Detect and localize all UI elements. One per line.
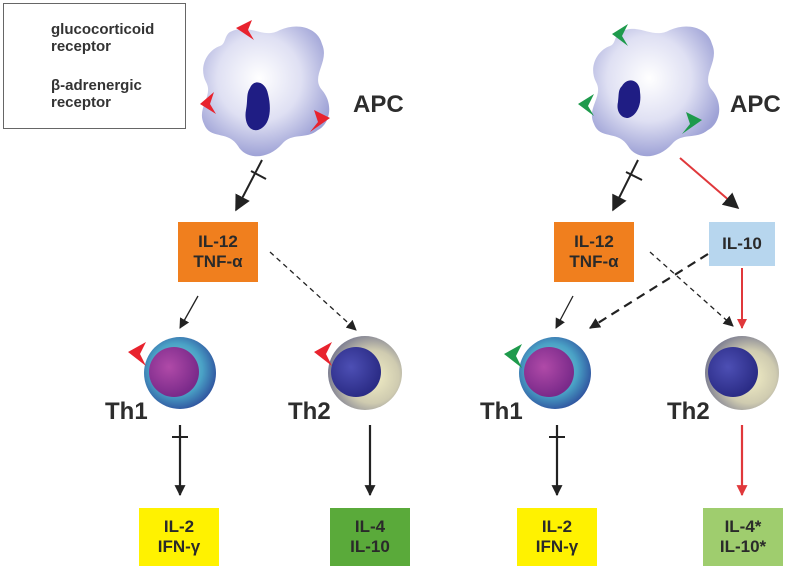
inhibition-bar [250, 170, 267, 180]
il4-il10-box-right: IL-4* IL-10* [703, 508, 783, 566]
il2-ifn-box-left: IL-2 IFN-γ [139, 508, 219, 566]
inhibition-bar [625, 171, 643, 181]
glucocorticoid-receptor-icon [200, 92, 216, 114]
legend [3, 3, 186, 129]
th1-cell-right [504, 337, 591, 409]
th2-label-right: Th2 [667, 398, 710, 425]
glucocorticoid-receptor-icon [236, 20, 254, 40]
il4-il10-box-left: IL-4 IL-10 [330, 508, 410, 566]
apc-nucleus-left [245, 82, 270, 131]
legend-glucocorticoid-label: glucocorticoid receptor [51, 21, 155, 55]
thin-arrow [179, 295, 199, 329]
apc-nucleus-right [617, 80, 641, 118]
adrenergic-receptor-icon [612, 24, 628, 46]
th2-cell-right [705, 336, 779, 410]
red-arrow [679, 157, 740, 210]
dashed-arrow [589, 253, 709, 329]
th1-label-right: Th1 [480, 398, 523, 425]
th2-cell-left [314, 336, 402, 410]
dashed-arrow [269, 251, 357, 331]
apc-label-right: APC [730, 91, 781, 118]
glucocorticoid-receptor-icon [310, 110, 330, 132]
thin-arrow [555, 295, 574, 329]
apc-cell-right [578, 24, 720, 157]
apc-cell-left [200, 20, 330, 157]
adrenergic-receptor-icon [578, 94, 594, 116]
th2-label-left: Th2 [288, 398, 331, 425]
th1-cell-left [128, 337, 216, 409]
th1-label-left: Th1 [105, 398, 148, 425]
il2-ifn-box-right: IL-2 IFN-γ [517, 508, 597, 566]
inhibited-arrow [612, 159, 639, 212]
inhibited-arrow [235, 159, 263, 212]
glucocorticoid-receptor-icon [128, 342, 146, 366]
il12-tnf-box-left: IL-12 TNF-α [178, 222, 258, 282]
il12-tnf-box-right: IL-12 TNF-α [554, 222, 634, 282]
glucocorticoid-receptor-icon [314, 342, 332, 366]
apc-label-left: APC [353, 91, 404, 118]
legend-adrenergic-label: β-adrenergic receptor [51, 77, 142, 111]
adrenergic-receptor-icon [682, 112, 702, 134]
adrenergic-receptor-icon [504, 344, 522, 368]
dashed-arrow [649, 251, 734, 327]
il10-box-right: IL-10 [709, 222, 775, 266]
